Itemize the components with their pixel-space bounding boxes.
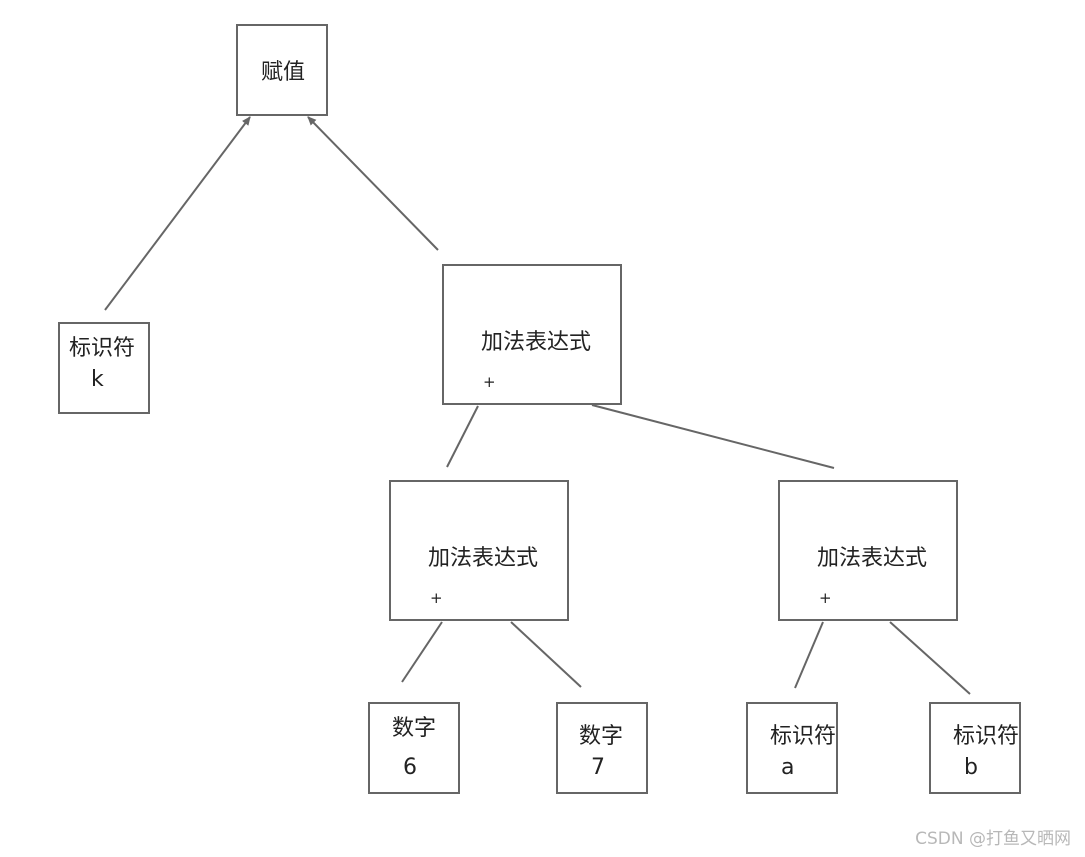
node-ident-b-value: b: [964, 755, 978, 780]
node-add-top-label: 加法表达式: [481, 330, 592, 355]
node-ident-a-value: a: [781, 755, 795, 780]
node-add-top-operator: +: [483, 373, 496, 391]
node-ident-a-label: 标识符: [770, 724, 837, 749]
node-add-left-operator: +: [430, 589, 443, 607]
node-number-7-value: 7: [591, 755, 605, 780]
node-number-7: 数字 7: [556, 702, 648, 794]
edge-add-top-to-add-left: [446, 405, 479, 468]
edge-add-left-to-num-6: [401, 621, 443, 683]
edge-add-left-to-num-7: [510, 621, 582, 688]
watermark: CSDN @打鱼又晒网: [915, 829, 1071, 849]
node-assign-label: 赋值: [261, 60, 306, 85]
node-assign: 赋值: [236, 24, 328, 116]
edge-add-right-to-ident-b: [889, 621, 971, 695]
node-add-right-operator: +: [819, 589, 832, 607]
node-number-6: 数字 6: [368, 702, 460, 794]
node-ident-k: 标识符 k: [58, 322, 150, 414]
node-add-left-label: 加法表达式: [428, 546, 539, 571]
node-add-top: 加法表达式 +: [442, 264, 622, 405]
node-number-6-label: 数字: [392, 716, 437, 741]
edge-ident-k-to-assign: [104, 116, 251, 311]
node-number-7-label: 数字: [579, 724, 624, 749]
node-number-6-value: 6: [403, 755, 417, 780]
edge-add-top-to-assign: [307, 116, 439, 251]
node-ident-k-label: 标识符: [69, 336, 136, 361]
node-add-left: 加法表达式 +: [389, 480, 569, 621]
edge-add-top-to-add-right: [591, 404, 835, 469]
node-add-right-label: 加法表达式: [817, 546, 928, 571]
node-ident-a: 标识符 a: [746, 702, 838, 794]
edge-add-right-to-ident-a: [794, 621, 824, 689]
node-ident-b: 标识符 b: [929, 702, 1021, 794]
node-ident-b-label: 标识符: [953, 724, 1020, 749]
node-ident-k-value: k: [91, 367, 104, 392]
node-add-right: 加法表达式 +: [778, 480, 958, 621]
